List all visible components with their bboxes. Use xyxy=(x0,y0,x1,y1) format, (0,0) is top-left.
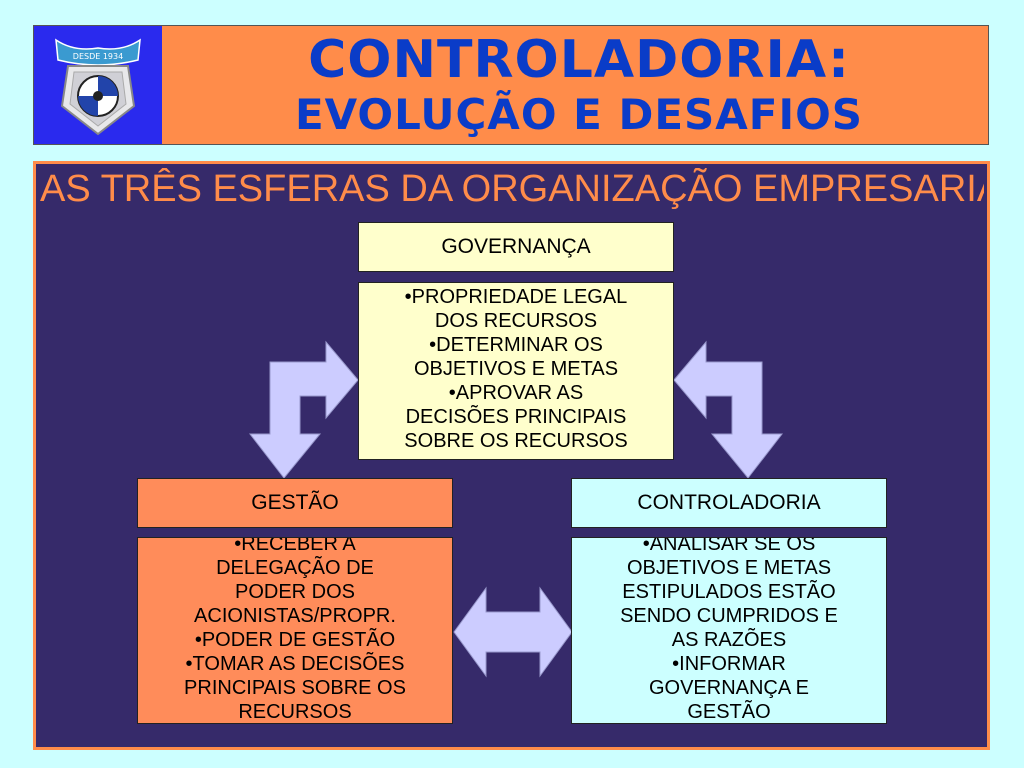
controladoria-line: •INFORMAR xyxy=(672,653,786,675)
governanca-line: •PROPRIEDADE LEGAL xyxy=(404,286,628,308)
controladoria-title: CONTROLADORIA xyxy=(637,491,821,514)
university-crest-icon: DESDE 1934 xyxy=(55,38,141,136)
gestao-title: GESTÃO xyxy=(251,491,339,514)
main-title: CONTROLADORIA: xyxy=(308,30,850,90)
controladoria-line: AS RAZÕES xyxy=(671,629,787,651)
governanca-line: DECISÕES PRINCIPAIS xyxy=(405,406,627,428)
controladoria-line: OBJETIVOS E METAS xyxy=(626,557,832,579)
gestao-line: ACIONISTAS/PROPR. xyxy=(194,605,396,627)
controladoria-title-box: CONTROLADORIA xyxy=(571,478,887,528)
governanca-body-box: •PROPRIEDADE LEGAL DOS RECURSOS •DETERMI… xyxy=(358,282,674,460)
gestao-line: •RECEBER A xyxy=(234,537,356,555)
gestao-line: PODER DOS xyxy=(234,581,356,603)
gestao-line: DELEGAÇÃO DE xyxy=(216,557,374,579)
controladoria-line: ESTIPULADOS ESTÃO xyxy=(622,581,836,603)
gestao-line: •PODER DE GESTÃO xyxy=(194,629,396,651)
controladoria-line: SENDO CUMPRIDOS E xyxy=(620,605,838,627)
governanca-line: DOS RECURSOS xyxy=(434,310,598,332)
gestao-title-box: GESTÃO xyxy=(137,478,453,528)
controladoria-line: GESTÃO xyxy=(687,701,771,723)
bent-arrow-down-left-icon xyxy=(248,340,359,479)
gestao-body-box: •RECEBER A DELEGAÇÃO DE PODER DOS ACIONI… xyxy=(137,537,453,724)
double-headed-arrow-icon xyxy=(453,586,573,678)
controladoria-line: GOVERNANÇA E xyxy=(648,677,810,699)
governanca-line: OBJETIVOS E METAS xyxy=(413,358,619,380)
logo-text: DESDE 1934 xyxy=(73,52,123,61)
controladoria-body-box: •ANALISAR SE OS OBJETIVOS E METAS ESTIPU… xyxy=(571,537,887,724)
governanca-title: GOVERNANÇA xyxy=(441,235,591,258)
gestao-line: PRINCIPAIS SOBRE OS xyxy=(184,677,406,699)
subtitle: EVOLUÇÃO E DESAFIOS xyxy=(294,90,864,139)
gestao-line: RECURSOS xyxy=(238,701,352,723)
slide-title: AS TRÊS ESFERAS DA ORGANIZAÇÃO EMPRESARI… xyxy=(40,168,984,210)
governanca-line: •DETERMINAR OS xyxy=(429,334,603,356)
logo: DESDE 1934 xyxy=(34,26,162,144)
governanca-line: SOBRE OS RECURSOS xyxy=(404,430,628,452)
controladoria-line: •ANALISAR SE OS xyxy=(642,537,816,555)
header-banner: DESDE 1934 CONTROLADORIA: EVOLUÇÃO E DES… xyxy=(33,25,989,145)
governanca-line: •APROVAR AS xyxy=(448,382,584,404)
bent-arrow-down-right-icon xyxy=(673,340,784,479)
governanca-title-box: GOVERNANÇA xyxy=(358,222,674,272)
gestao-line: •TOMAR AS DECISÕES xyxy=(185,653,405,675)
